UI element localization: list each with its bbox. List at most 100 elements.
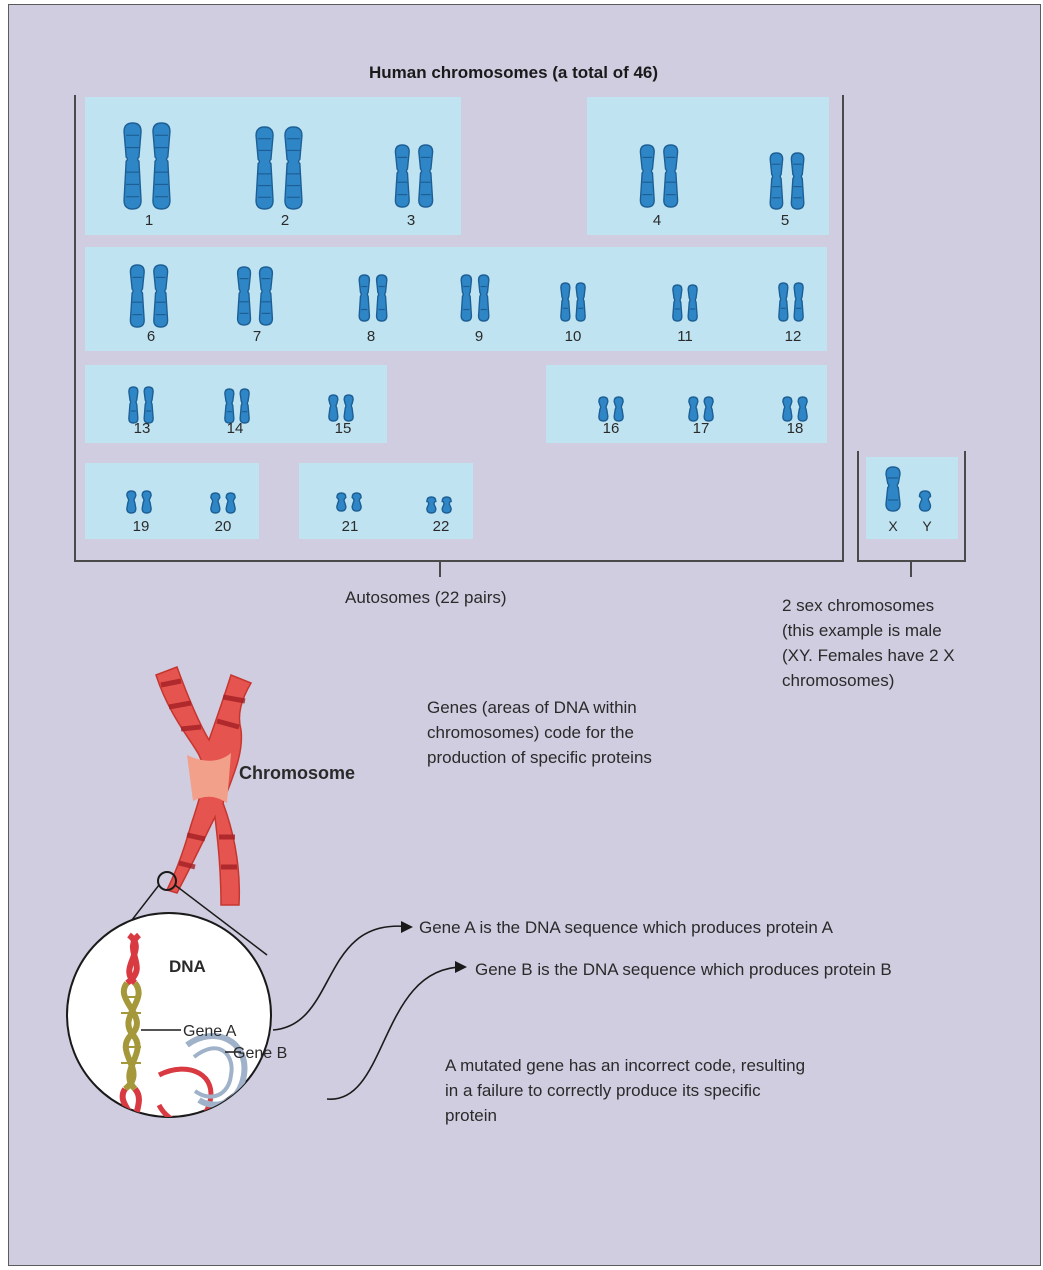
- chromosome-number-2: 2: [281, 212, 289, 229]
- chromosome-left: [337, 493, 346, 511]
- chromosome-number-8: 8: [367, 328, 375, 345]
- chromosome-right: [240, 389, 249, 423]
- chromosome-number-6: 6: [147, 328, 155, 345]
- chromosome-right: [352, 493, 361, 511]
- chromosome-pair-1: [124, 123, 170, 209]
- chromosome-right: [377, 275, 387, 321]
- sex-bracket: [858, 451, 965, 561]
- chromosome-pair-13: [129, 387, 153, 423]
- chromosome-pair-21: [337, 493, 361, 511]
- karyotype-figure: Human chromosomes (a total of 46) 123456…: [8, 4, 1041, 1266]
- chromosome-pair-20: [211, 493, 235, 513]
- chromosome-number-20: 20: [215, 518, 232, 535]
- chromosome-pair-11: [673, 285, 697, 321]
- mutation-line-1: A mutated gene has an incorrect code, re…: [445, 1053, 805, 1078]
- chromosome-pair-10: [561, 283, 585, 321]
- chromosome-pair-17: [689, 397, 713, 421]
- chromosome-number-19: 19: [133, 518, 150, 535]
- genes-description-line-2: chromosomes) code for the: [427, 720, 652, 745]
- chromosome-left: [673, 285, 682, 321]
- chromosome-right: [704, 397, 713, 421]
- gene-b-label: Gene B: [233, 1041, 287, 1066]
- chromosome-number-16: 16: [603, 420, 620, 437]
- chromosome-right: [154, 265, 168, 327]
- chromosome-left: [124, 123, 141, 209]
- chromosome-right: [285, 127, 302, 209]
- chromosome-left: [130, 265, 144, 327]
- chromosome-number-13: 13: [134, 420, 151, 437]
- chromosome-right: [260, 267, 273, 325]
- chromosome-right: [226, 493, 235, 513]
- chromosome-number-5: 5: [781, 212, 789, 229]
- chromosome-number-7: 7: [253, 328, 261, 345]
- chromosome-left: [359, 275, 369, 321]
- gene-arrows: [273, 926, 465, 1099]
- genes-description-line-3: production of specific proteins: [427, 745, 652, 770]
- chromosome-number-10: 10: [565, 328, 582, 345]
- chromosome-pair-7: [238, 267, 273, 325]
- chromosome-number-22: 22: [433, 518, 450, 535]
- chromosome-pair-3: [395, 145, 432, 207]
- chromosome-left: [256, 127, 273, 209]
- chromosome-left: [640, 145, 654, 207]
- chromosome-pair-6: [130, 265, 167, 327]
- chromosome-left: [689, 397, 698, 421]
- dna-label: DNA: [169, 957, 206, 977]
- gene-a-arrowhead: [401, 921, 413, 933]
- chromosome-number-1: 1: [145, 212, 153, 229]
- genes-description-line-1: Genes (areas of DNA within: [427, 695, 652, 720]
- y-label: Y: [922, 518, 932, 534]
- chromosome-pair-8: [359, 275, 387, 321]
- chromosome-left: [395, 145, 409, 207]
- chromosome-number-3: 3: [407, 212, 415, 229]
- chromosome-left: [779, 283, 788, 321]
- chromosome-left: [211, 493, 220, 513]
- gene-b-description: Gene B is the DNA sequence which produce…: [475, 957, 892, 982]
- mutation-line-2: in a failure to correctly produce its sp…: [445, 1078, 805, 1103]
- chromosome-left: [127, 491, 136, 513]
- chromosome-pair-15: [329, 395, 353, 421]
- chromosome-right: [344, 395, 353, 421]
- chromosome-left: [599, 397, 608, 421]
- chromosome-right: [576, 283, 585, 321]
- chromosome-left: [329, 395, 338, 421]
- chromosome-right: [442, 497, 451, 513]
- chromosome-number-14: 14: [227, 420, 244, 437]
- chromosome-pictograms: [124, 123, 930, 513]
- chromosome-pair-4: [640, 145, 677, 207]
- x-label: X: [888, 518, 898, 534]
- chromosome-pair-16: [599, 397, 623, 421]
- mutation-line-3: protein: [445, 1103, 805, 1128]
- chromosome-number-18: 18: [787, 420, 804, 437]
- chromosome-number-21: 21: [342, 518, 359, 535]
- chromosome-left: [770, 153, 782, 209]
- chromosome-number-9: 9: [475, 328, 483, 345]
- chromosome-number-4: 4: [653, 212, 661, 229]
- chromosome-right: [419, 145, 433, 207]
- y-chromosome: [920, 491, 931, 511]
- chromosome-right: [614, 397, 623, 421]
- chromosome-pair-19: [127, 491, 151, 513]
- chromosome-right: [144, 387, 153, 423]
- chromosome-right: [794, 283, 803, 321]
- chromosome-pair-2: [256, 127, 302, 209]
- genes-description: Genes (areas of DNA within chromosomes) …: [427, 695, 652, 770]
- chromosome-number-12: 12: [785, 328, 802, 345]
- chromosome-pair-9: [461, 275, 489, 321]
- chromosome-left: [225, 389, 234, 423]
- chromosome-left: [561, 283, 570, 321]
- chromosome-number-17: 17: [693, 420, 710, 437]
- chromosome-right: [153, 123, 170, 209]
- chromosome-pair-14: [225, 389, 249, 423]
- chromosome-label: Chromosome: [239, 763, 355, 784]
- autosomes-bracket: [75, 95, 843, 561]
- chromosome-right: [479, 275, 489, 321]
- chromosome-left: [461, 275, 471, 321]
- gene-a-label: Gene A: [183, 1019, 236, 1044]
- x-chromosome: [886, 467, 900, 511]
- chromosome-pair-12: [779, 283, 803, 321]
- chromosome-pair-5: [770, 153, 804, 209]
- chromosome-right: [142, 491, 151, 513]
